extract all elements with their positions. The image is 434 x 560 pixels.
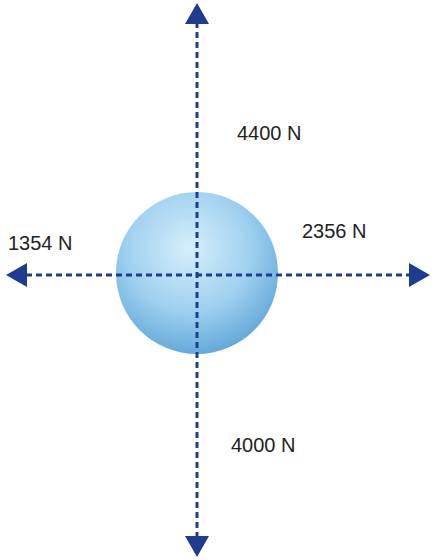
force-value: 2356 N — [302, 219, 367, 243]
arrowhead-down — [185, 536, 209, 557]
arrowhead-right — [409, 263, 430, 287]
force-value: 4000 N — [231, 433, 296, 457]
horizontal-force-line — [26, 274, 410, 277]
arrowhead-left — [6, 263, 27, 287]
vertical-force-line — [196, 22, 199, 537]
force-value: 4400 N — [237, 121, 302, 145]
force-value: 1354 N — [8, 231, 73, 255]
arrowhead-up — [185, 3, 209, 24]
